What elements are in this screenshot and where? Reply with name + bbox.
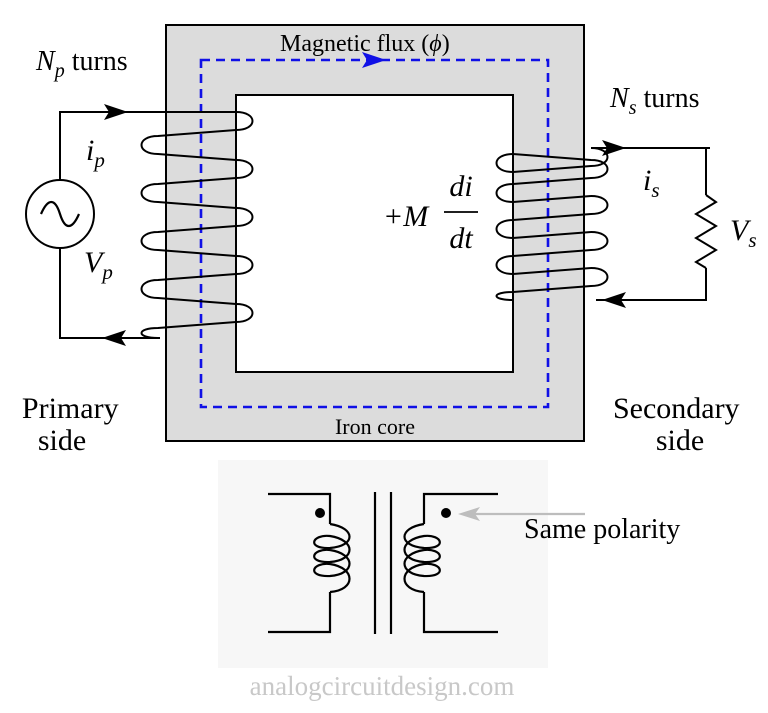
flux-arrow [362,52,386,68]
primary-top-wire [59,111,236,180]
np-turns-label: Np turns [35,46,128,82]
mutual-inductance-term: +M di dt [383,170,478,255]
vs-label: Vs [730,214,757,252]
symbol-panel [218,460,548,668]
secondary-polarity-dot [441,508,451,518]
flux-label: Magnetic flux (ϕ) [280,31,450,57]
iron-core-label: Iron core [335,414,415,439]
watermark: analogcircuitdesign.com [250,671,515,701]
primary-bottom-wire [59,248,160,339]
vp-label: Vp [84,246,113,284]
ac-source [25,179,95,249]
secondary-return-arrow [602,292,626,308]
polarity-pointer-arrowhead [458,507,480,521]
iron-core [165,24,585,442]
primary-circuit [25,111,236,339]
mutual-prefix: +M [383,200,430,233]
symbol-primary-bottom-lead [268,592,332,634]
ns-turns-label: Ns turns [609,83,699,119]
ip-label: ip [86,134,105,172]
flux-path [199,58,550,409]
sine-wave-icon [39,200,81,228]
ip-current-arrow [104,104,128,120]
symbol-secondary-winding [403,522,441,594]
load-resistor [694,194,718,269]
symbol-secondary-bottom-lead [422,592,498,634]
primary-polarity-dot [315,508,325,518]
secondary-bottom-wire [596,268,707,301]
primary-return-arrow [102,330,126,346]
transformer-symbol [268,492,498,634]
mutual-numerator: di [449,170,472,203]
primary-side-label: Primary side [22,392,126,457]
same-polarity-label: Same polarity [524,514,680,545]
primary-coil [140,111,254,339]
secondary-circuit [591,147,718,301]
secondary-coil [495,147,710,301]
is-current-arrow [602,140,626,156]
is-label: is [643,164,660,202]
symbol-secondary-lead [422,492,498,524]
mutual-denominator: dt [449,222,473,255]
secondary-side-label: Secondary side [613,392,747,457]
symbol-primary-winding [313,522,351,594]
secondary-top-wire [591,147,707,195]
symbol-primary-lead [268,492,332,524]
